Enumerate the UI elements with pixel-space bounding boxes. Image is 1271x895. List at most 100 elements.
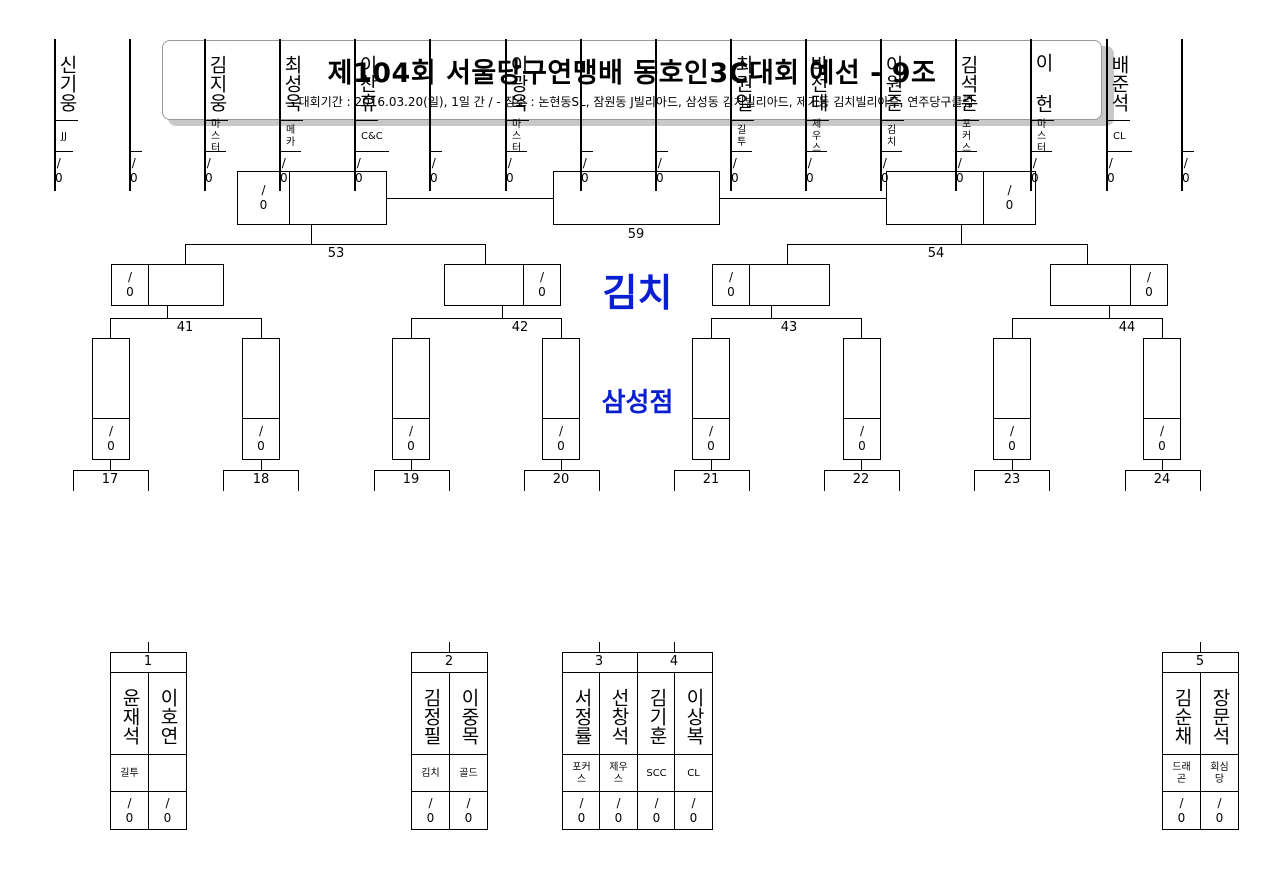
- score-cell: /0: [1107, 156, 1115, 185]
- player-name-text: 이찬휴: [356, 54, 378, 112]
- match-number: 17: [101, 472, 119, 487]
- player-name-text: 이광욱: [507, 54, 529, 112]
- bracket-line: [561, 318, 562, 339]
- player-name: 이호연: [149, 673, 186, 755]
- bracket-line: [562, 652, 563, 673]
- score-cell: /0: [1177, 795, 1186, 825]
- club-name: 길투: [111, 756, 148, 792]
- match-number: 22: [852, 472, 870, 487]
- quarter-box-44[interactable]: /0: [1050, 264, 1168, 306]
- club-name: [430, 122, 442, 152]
- pending-slot[interactable]: /0: [129, 39, 142, 191]
- score-cell: /0: [983, 172, 1035, 224]
- score-cell: /0: [1182, 156, 1190, 185]
- bracket-line: [374, 470, 450, 471]
- round16-box-1[interactable]: /0: [92, 338, 130, 460]
- player-name: 신기웅: [55, 40, 78, 121]
- round16-box-6[interactable]: /0: [843, 338, 881, 460]
- club-name: 메카: [280, 122, 302, 152]
- bracket-line: [711, 318, 712, 339]
- bracket-line: [1125, 470, 1126, 491]
- tournament-header: 제104회 서울당구연맹배 동호인3C대회 예선 - 9조 - 대회기간 : 2…: [162, 40, 1102, 120]
- player-name: 김석준: [956, 40, 979, 121]
- bracket-line: [824, 470, 825, 491]
- semifinal-right-box[interactable]: /0: [886, 171, 1036, 225]
- score-cell: /0: [557, 424, 565, 453]
- pending-slot[interactable]: /0: [655, 39, 668, 191]
- club-name: 김치: [881, 122, 903, 152]
- score-cell: /0: [163, 795, 172, 825]
- player-card[interactable]: 이호연/0: [148, 672, 187, 830]
- bracket-line: [110, 652, 111, 673]
- score-cell: /0: [707, 424, 715, 453]
- pending-slot[interactable]: /0: [580, 39, 593, 191]
- match-number: 42: [511, 320, 529, 335]
- round16-box-7[interactable]: /0: [993, 338, 1031, 460]
- round16-box-8[interactable]: /0: [1143, 338, 1181, 460]
- quarter-box-42[interactable]: /0: [444, 264, 561, 306]
- club-name: 제우스: [806, 119, 828, 154]
- pending-slot[interactable]: /0: [429, 39, 442, 191]
- bracket-line: [771, 306, 772, 319]
- score-cell: /0: [130, 156, 138, 185]
- name-cell: [1144, 339, 1180, 419]
- bracket-line: [411, 460, 412, 471]
- pending-slot[interactable]: /0: [1181, 39, 1194, 191]
- score-cell: /0: [430, 156, 438, 185]
- event-info: - 대회기간 : 2016.03.20(일), 1일 간 / - 장소 : 논현…: [290, 95, 974, 109]
- match-number: 18: [252, 472, 270, 487]
- club-name: 길투: [731, 122, 753, 152]
- bracket-line: [223, 470, 224, 491]
- score-cell: /0: [731, 156, 739, 185]
- quarter-box-43[interactable]: /0: [712, 264, 830, 306]
- player-name: 이상복: [675, 673, 712, 755]
- bracket-line: [110, 460, 111, 471]
- bracket-line: [974, 470, 1050, 471]
- player-name: 김기훈: [638, 673, 675, 755]
- score-cell: /0: [881, 156, 889, 185]
- score-cell: /0: [1130, 265, 1167, 305]
- club-name: 포커스: [563, 756, 600, 792]
- score-cell: /0: [1158, 424, 1166, 453]
- round16-box-5[interactable]: /0: [692, 338, 730, 460]
- player-name-text: 김기훈: [646, 688, 668, 745]
- player-name-text: 이 헌: [1032, 53, 1054, 113]
- player-name-text: 김순채: [1171, 688, 1193, 745]
- score-cell: /0: [205, 156, 213, 185]
- final-box[interactable]: [553, 171, 720, 225]
- player-name-text: 서정률: [571, 688, 593, 745]
- bracket-line: [311, 225, 312, 245]
- quarter-box-41[interactable]: /0: [111, 264, 224, 306]
- round16-box-3[interactable]: /0: [392, 338, 430, 460]
- player-name: 이찬휴: [355, 40, 378, 121]
- venue-name: 김치: [602, 271, 673, 315]
- player-name: 김정필: [412, 673, 449, 755]
- round16-box-4[interactable]: /0: [542, 338, 580, 460]
- bracket-line: [411, 652, 488, 653]
- bracket-line: [261, 318, 262, 339]
- bracket-line: [1162, 318, 1163, 339]
- round16-box-2[interactable]: /0: [242, 338, 280, 460]
- name-cell: [844, 339, 880, 419]
- semifinal-left-box[interactable]: /0: [237, 171, 387, 225]
